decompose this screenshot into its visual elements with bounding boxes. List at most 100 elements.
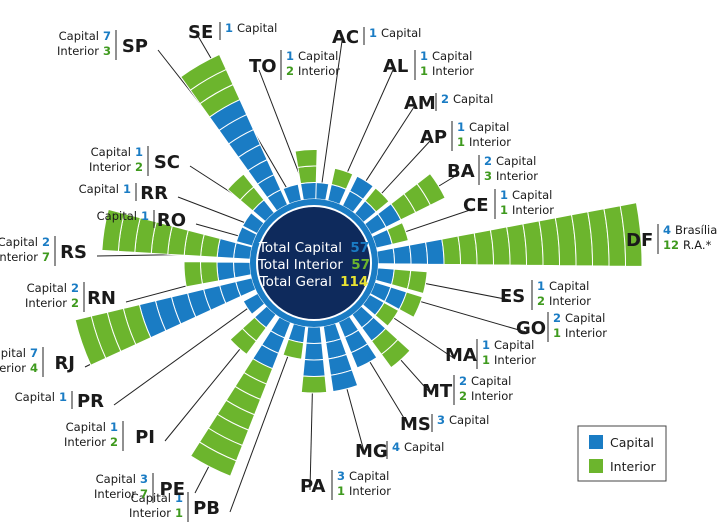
bar-segment-interior-sc [226, 173, 255, 201]
bar-segment-interior-pa [300, 375, 328, 394]
bar-segment-interior-ba [416, 172, 446, 206]
total-capital-text: Total Capital 57 [258, 240, 369, 256]
state-code-ac: AC [332, 27, 359, 48]
leader-line-ac [318, 40, 343, 202]
spoke-pi [229, 305, 277, 356]
bar-segment-interior-al [330, 167, 354, 190]
bar-segment-capital-am [349, 175, 374, 200]
bar-segment-interior-rn [183, 261, 204, 288]
bar-segment-interior-pe [189, 441, 238, 477]
spoke-to [294, 149, 318, 201]
bar-segment-capital-df [424, 238, 445, 265]
state-code-rn: RN [87, 288, 116, 309]
spoke-am [341, 175, 374, 213]
spoke-ba [364, 172, 446, 236]
spoke-go [369, 281, 423, 319]
state-label-rj: RJCapital7Interior4 [0, 346, 75, 377]
state-code-ba: BA [447, 161, 475, 182]
spoke-rj [74, 277, 257, 366]
spoke-df [376, 202, 643, 267]
bar-segment-capital-ms [350, 343, 378, 369]
state-code-sp: SP [122, 36, 148, 57]
bar-segment-capital-pa [303, 342, 325, 361]
bar-segment-interior-pb [282, 338, 305, 360]
legend-swatch-interior [589, 459, 603, 473]
spoke-pb [282, 323, 307, 360]
bar-segment-capital-df [376, 247, 395, 265]
state-code-to: TO [249, 56, 277, 77]
leader-line-pr [113, 297, 263, 406]
state-code-mt: MT [422, 381, 453, 402]
bar-segment-interior-rj [74, 315, 107, 366]
bar-segment-interior-df [457, 232, 478, 266]
total-geral-label: Total Geral [259, 274, 332, 290]
bar-segment-capital-pa [305, 326, 323, 345]
bar-segment-interior-es [406, 269, 428, 295]
bar-segment-capital-rn [233, 261, 252, 279]
bar-segment-capital-mg [330, 369, 359, 393]
state-code-df: DF [626, 230, 653, 251]
bar-segment-capital-rn [216, 261, 236, 282]
total-capital-label: Total Capital [258, 240, 342, 256]
bar-segment-capital-to [299, 182, 317, 201]
center-background [256, 205, 372, 321]
bar-segment-interior-to [294, 149, 318, 168]
total-geral-text: Total Geral 114 [259, 274, 369, 290]
spoke-sc [226, 173, 275, 223]
spoke-es [375, 267, 428, 295]
bar-segment-interior-to [297, 165, 318, 185]
bar-segment-interior-df [441, 235, 461, 266]
legend: Capital Interior [577, 425, 667, 482]
bar-segment-capital-pa [302, 358, 326, 377]
legend-label-interior: Interior [610, 459, 656, 474]
spoke-ma [361, 293, 400, 327]
total-interior-label: Total Interior [257, 257, 344, 273]
total-geral-value: 114 [340, 274, 368, 290]
bar-segment-interior-ap [364, 187, 390, 213]
bar-segment-interior-df [473, 229, 494, 266]
legend-label-capital: Capital [610, 435, 654, 450]
spoke-ms [337, 315, 378, 369]
state-code-pe: PE [160, 479, 186, 500]
state-code-am: AM [404, 93, 436, 114]
bars [74, 53, 643, 477]
spoke-mt [351, 305, 411, 369]
state-code-ro: RO [157, 210, 186, 231]
